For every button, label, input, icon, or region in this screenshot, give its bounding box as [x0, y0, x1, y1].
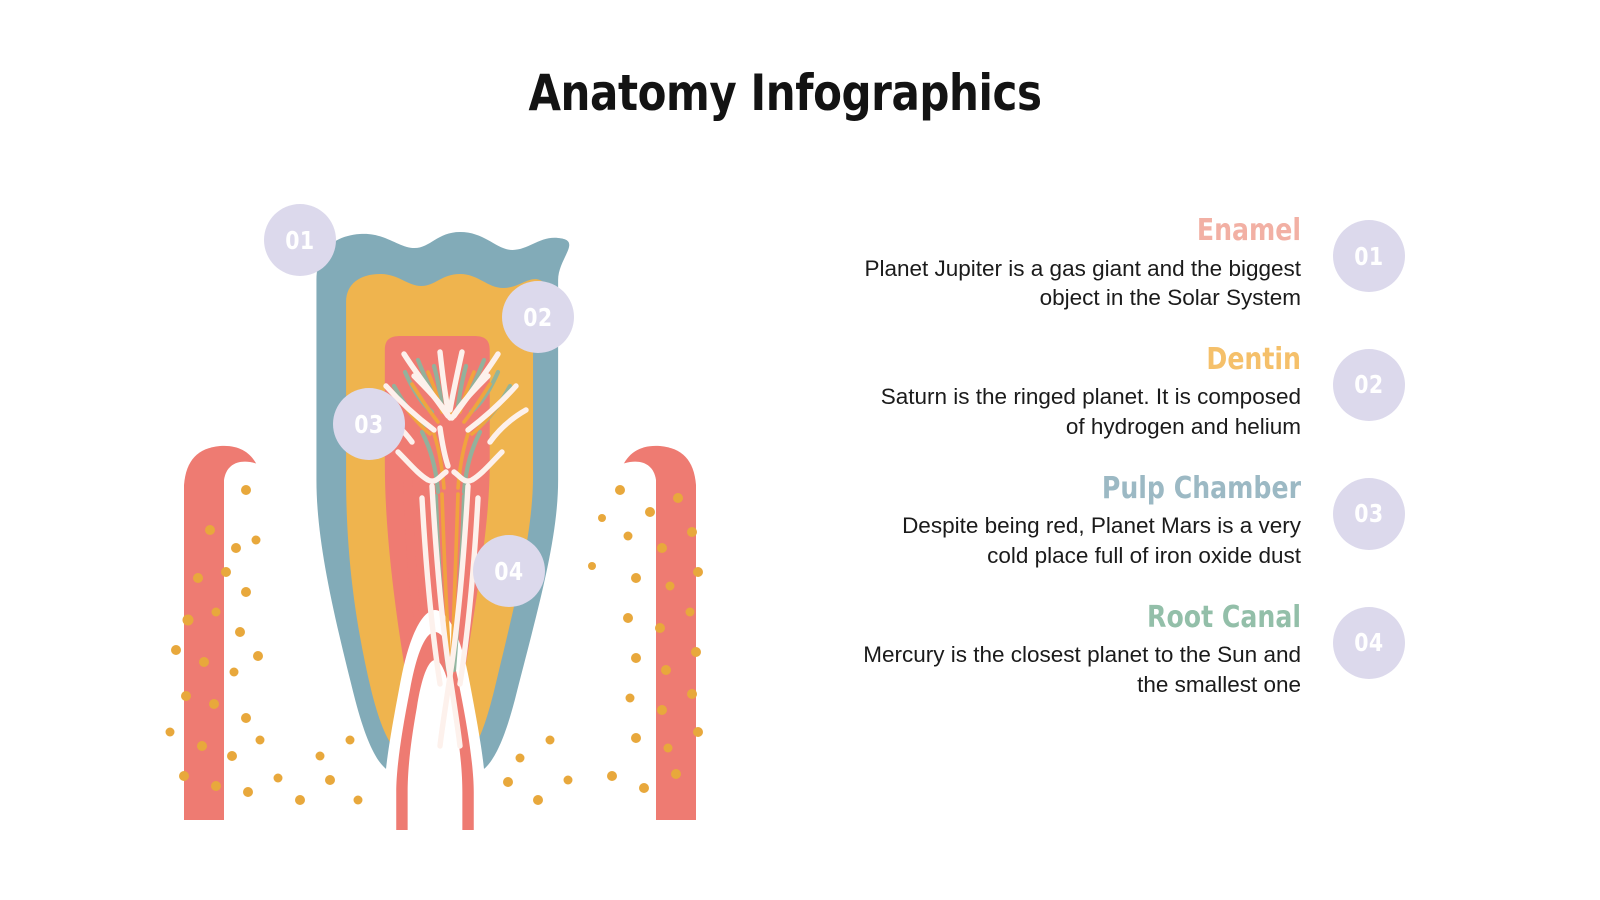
list-item-description: Mercury is the closest planet to the Sun…: [863, 642, 1301, 697]
list-item-title: Root Canal: [1147, 599, 1301, 635]
diagram-badge-03[interactable]: 03: [333, 388, 405, 460]
diagram-badge-01-number: 01: [285, 225, 315, 255]
tooth-cross-section-illustration: 01 02 03 04: [150, 180, 730, 830]
list-item-title: Enamel: [1196, 213, 1301, 248]
pulp-canal-left: [403, 480, 433, 692]
list-item-badge-01[interactable]: 01: [1333, 220, 1405, 292]
list-item-badge-03-number: 03: [1354, 499, 1384, 529]
diagram-badge-04-number: 04: [494, 556, 524, 586]
diagram-badge-04[interactable]: 04: [473, 535, 545, 607]
list-item-title: Dentin: [1206, 341, 1301, 377]
list-item-text: Root Canal Mercury is the closest planet…: [856, 602, 1311, 700]
list-item-text: Pulp Chamber Despite being red, Planet M…: [856, 473, 1311, 571]
list-item-badge-02[interactable]: 02: [1333, 348, 1405, 421]
page-title: Anatomy Infographics: [528, 64, 1042, 122]
gum-tissue-shape: [184, 445, 696, 820]
list-item: Enamel Planet Jupiter is a gas giant and…: [845, 215, 1405, 313]
bone-stipple-dots: [165, 485, 703, 809]
content-list: Enamel Planet Jupiter is a gas giant and…: [845, 215, 1405, 731]
list-item-badge-02-number: 02: [1354, 370, 1384, 400]
diagram-badge-02[interactable]: 02: [502, 281, 574, 353]
list-item-text: Dentin Saturn is the ringed planet. It i…: [856, 344, 1311, 442]
list-item-badge-04[interactable]: 04: [1333, 606, 1405, 679]
list-item-badge-01-number: 01: [1354, 241, 1384, 271]
diagram-badge-01[interactable]: 01: [264, 204, 336, 276]
diagram-badge-02-number: 02: [523, 302, 553, 332]
list-item-badge-04-number: 04: [1354, 628, 1384, 658]
list-item: Pulp Chamber Despite being red, Planet M…: [845, 473, 1405, 571]
list-item-description: Planet Jupiter is a gas giant and the bi…: [864, 255, 1301, 311]
diagram-badge-03-number: 03: [354, 409, 384, 439]
list-item-text: Enamel Planet Jupiter is a gas giant and…: [856, 215, 1311, 313]
list-item: Dentin Saturn is the ringed planet. It i…: [845, 344, 1405, 442]
list-item-title: Pulp Chamber: [1101, 470, 1301, 506]
list-item: Root Canal Mercury is the closest planet…: [845, 602, 1405, 700]
list-item-description: Despite being red, Planet Mars is a very…: [902, 513, 1301, 568]
nerve-vessel-bundle: [373, 349, 529, 749]
list-item-badge-03[interactable]: 03: [1333, 477, 1405, 550]
list-item-description: Saturn is the ringed planet. It is compo…: [880, 384, 1301, 440]
